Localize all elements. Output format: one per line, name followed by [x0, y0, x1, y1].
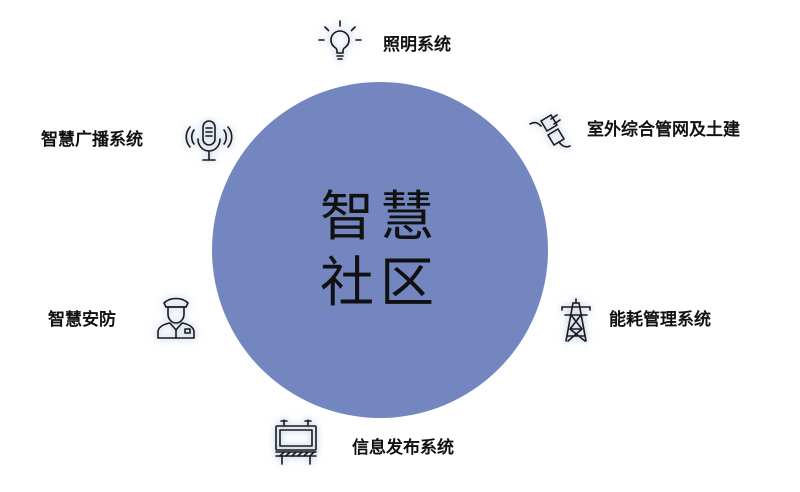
central-circle [212, 82, 548, 418]
light-bulb-icon [316, 18, 364, 66]
police-officer-icon [152, 292, 200, 340]
label-energy-management: 能耗管理系统 [609, 310, 711, 330]
label-outdoor-pipe-network: 室外综合管网及土建 [587, 120, 740, 140]
center-title-line-2: 社区 [320, 251, 440, 314]
microphone-icon [185, 117, 233, 165]
label-lighting-system: 照明系统 [383, 35, 451, 55]
label-info-release-system: 信息发布系统 [352, 438, 454, 458]
billboard-icon [272, 418, 320, 466]
center-title: 智慧 社区 [212, 82, 548, 418]
label-smart-security: 智慧安防 [48, 310, 116, 330]
label-smart-broadcast: 智慧广播系统 [41, 130, 143, 150]
center-title-line-1: 智慧 [320, 185, 440, 248]
power-plug-icon [526, 106, 574, 154]
power-tower-icon [552, 296, 600, 344]
